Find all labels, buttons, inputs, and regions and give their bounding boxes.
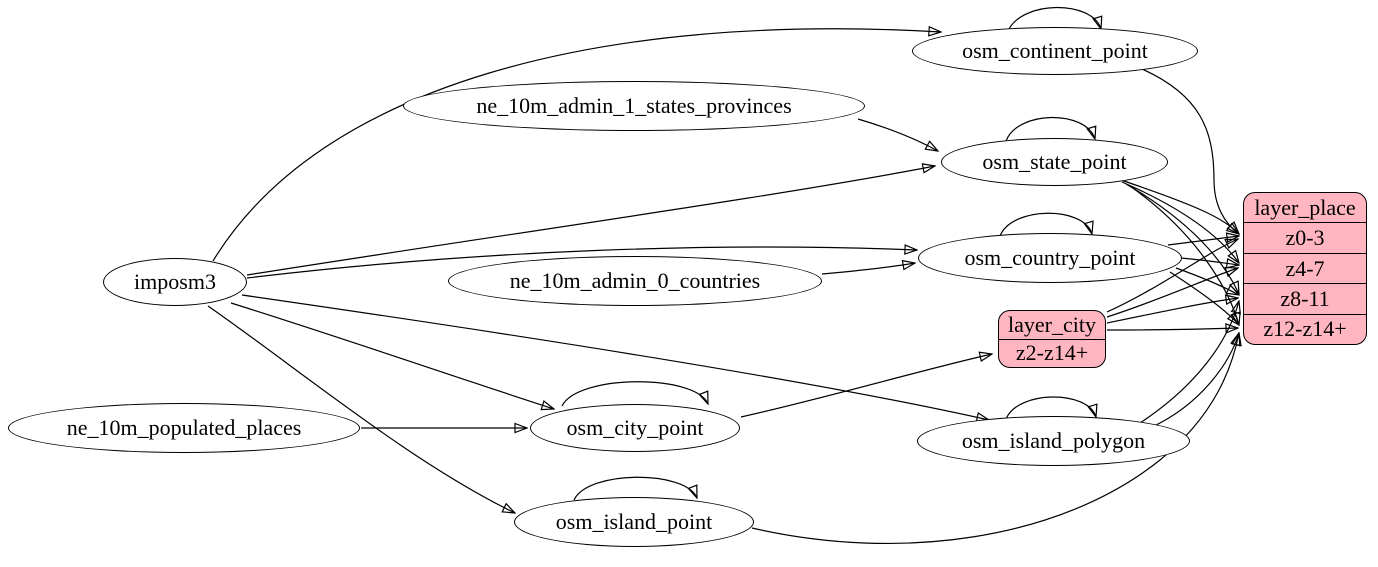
record-layer-city-title: layer_city (1008, 311, 1096, 337)
edge-osm_city_point-self (561, 381, 708, 407)
edge-osm_continent_point-self (1007, 6, 1101, 32)
node-ne-10m-admin-0-countries: ne_10m_admin_0_countries (448, 256, 822, 306)
node-imposm3: imposm3 (103, 258, 247, 306)
node-osm-city-point: osm_city_point (530, 404, 740, 452)
edge-imposm3-osm_state_point (246, 166, 935, 276)
record-layer-place-row-z12-z14: z12-z14+ (1244, 313, 1366, 344)
node-label: osm_country_point (964, 245, 1136, 270)
edge-layer_city-layer_place-z8-11 (1106, 298, 1238, 324)
node-label: ne_10m_admin_1_states_provinces (476, 93, 792, 118)
node-label: osm_state_point (982, 149, 1127, 174)
edge-osm_city_point-layer_city-z2-z14 (740, 354, 992, 418)
record-layer-place: layer_place z0-3 z4-7 z8-11 z12-z14+ (1243, 192, 1367, 345)
edge-osm_state_point-layer_place-z0-3 (1117, 178, 1239, 234)
record-layer-place-row-z8-11: z8-11 (1244, 283, 1366, 313)
record-layer-place-row-z4-7: z4-7 (1244, 252, 1366, 283)
edge-imposm3-osm_city_point (230, 302, 554, 409)
node-osm-island-polygon: osm_island_polygon (917, 416, 1190, 466)
edge-layer_city-layer_place-z0-3 (1106, 239, 1238, 313)
edge-osm_island_point-self (573, 476, 697, 501)
node-label: imposm3 (134, 269, 216, 294)
node-label: osm_island_point (555, 509, 713, 534)
edge-osm_island_point-layer_place-z12-z14 (751, 333, 1239, 544)
node-osm-country-point: osm_country_point (918, 233, 1182, 283)
edge-osm_state_point-layer_place-z8-11 (1125, 183, 1239, 294)
edge-imposm3-osm_island_polygon (241, 294, 989, 420)
edge-layer_city-layer_place-z12-z14 (1106, 328, 1238, 330)
edge-osm_state_point-layer_place-z4-7 (1121, 181, 1239, 263)
edge-imposm3-osm_island_point (207, 305, 515, 513)
edge-ne_10m_admin_1_states_provinces-osm_state_point (857, 118, 938, 151)
edge-osm_continent_point-layer_place-z0-3 (1141, 68, 1239, 234)
edge-osm_country_point-self (999, 212, 1092, 237)
node-label: ne_10m_populated_places (66, 415, 302, 440)
record-layer-city: layer_city z2-z14+ (998, 310, 1106, 368)
node-ne-10m-populated-places: ne_10m_populated_places (8, 403, 360, 453)
node-ne-10m-admin-1-states-provinces: ne_10m_admin_1_states_provinces (403, 81, 865, 131)
edge-osm_country_point-layer_place-z4-7 (1180, 257, 1239, 265)
node-label: osm_continent_point (962, 38, 1148, 63)
edge-ne_10m_admin_0_countries-osm_country_point (821, 263, 915, 275)
record-layer-place-title: layer_place (1254, 194, 1356, 220)
node-osm-island-point: osm_island_point (514, 497, 754, 547)
node-osm-continent-point: osm_continent_point (912, 27, 1198, 75)
node-label: osm_island_polygon (961, 428, 1146, 453)
edge-layer_city-layer_place-z4-7 (1106, 268, 1238, 318)
edge-imposm3-osm_continent_point (212, 29, 941, 262)
edge-osm_country_point-layer_place-z0-3 (1167, 236, 1239, 246)
node-label: ne_10m_admin_0_countries (509, 268, 761, 293)
edge-osm_island_polygon-self (1005, 396, 1096, 420)
node-label: osm_city_point (566, 415, 704, 440)
record-layer-place-row-z0-3: z0-3 (1244, 222, 1366, 252)
record-layer-city-row-z2-z14: z2-z14+ (999, 338, 1105, 368)
edge-imposm3-osm_country_point (246, 247, 917, 279)
edge-osm_island_polygon-layer_place-z8-11 (1139, 301, 1239, 424)
edge-osm_country_point-layer_place-z8-11 (1175, 267, 1239, 295)
edge-osm_state_point-self (1005, 116, 1095, 142)
edge-osm_island_polygon-layer_place-z12-z14 (1149, 333, 1239, 429)
node-osm-state-point: osm_state_point (941, 138, 1168, 186)
